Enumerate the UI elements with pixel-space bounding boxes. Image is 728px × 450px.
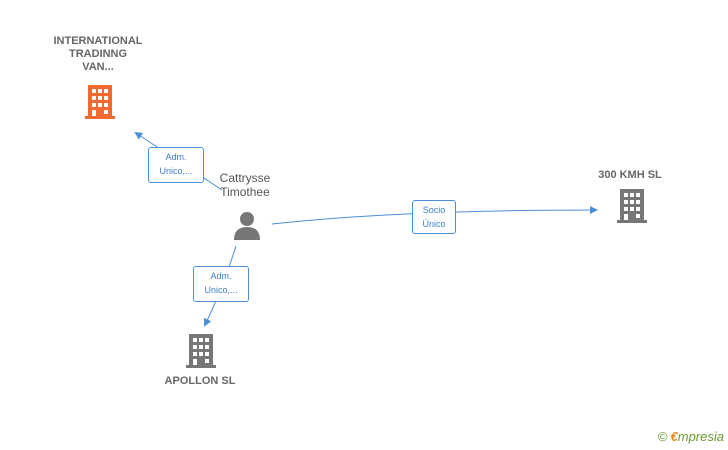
person-label-line-1: Cattrysse bbox=[219, 171, 271, 185]
building-icon[interactable] bbox=[617, 189, 647, 223]
edge-label-apollon-line-1: Adm. bbox=[210, 271, 232, 281]
edge-label-apollon-line-2: Unico,... bbox=[204, 285, 238, 295]
brand-name: mpresia bbox=[677, 429, 724, 444]
person-icon[interactable] bbox=[232, 210, 262, 240]
building-icon[interactable] bbox=[85, 85, 115, 119]
edge-label-apollon[interactable]: Adm. Unico,... bbox=[193, 266, 249, 302]
person-node-label[interactable]: Cattrysse Timothee bbox=[205, 171, 285, 199]
copyright-symbol: © bbox=[657, 429, 668, 444]
edge-label-kmh-line-2: Único bbox=[422, 219, 446, 229]
apollon-node-label[interactable]: APOLLON SL bbox=[164, 375, 236, 387]
edge-label-kmh[interactable]: Socio Único bbox=[412, 200, 456, 234]
building-icon[interactable] bbox=[186, 334, 216, 368]
edge-label-international-line-2: Unico,... bbox=[159, 166, 193, 176]
edge-label-kmh-line-1: Socio bbox=[422, 205, 446, 215]
empresia-watermark: ©€mpresia bbox=[658, 429, 724, 444]
person-label-line-2: Timothee bbox=[220, 185, 270, 199]
brand-initial: € bbox=[670, 429, 678, 444]
international-label-line-2: TRADINNG bbox=[68, 48, 128, 60]
international-node-label[interactable]: INTERNATIONAL TRADINNG VAN... bbox=[38, 35, 158, 74]
edge-label-international-line-1: Adm. bbox=[165, 152, 187, 162]
kmh-node-label[interactable]: 300 KMH SL bbox=[598, 169, 662, 181]
edge-label-international[interactable]: Adm. Unico,... bbox=[148, 147, 204, 183]
international-label-line-3: VAN... bbox=[82, 61, 114, 73]
international-label-line-1: INTERNATIONAL bbox=[53, 35, 143, 47]
